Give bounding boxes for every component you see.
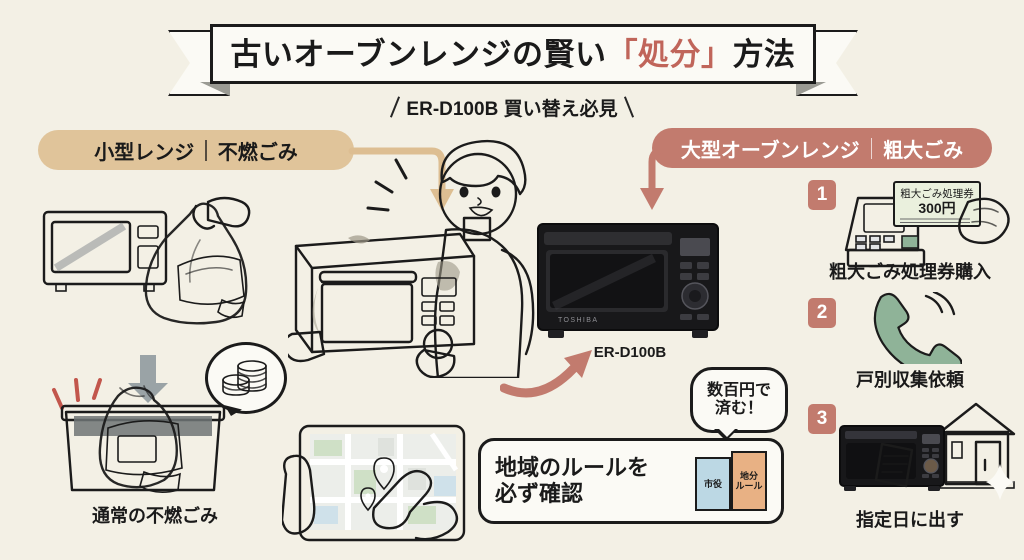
price-bubble-line1: 数百円で: [706, 381, 771, 399]
rule-panel: 地域のルールを 必ず確認 市役 地分 ルール: [478, 438, 784, 524]
person-with-old-microwave-illustration: [288, 139, 535, 378]
title-banner: 古いオーブンレンジの賢い「処分」方法: [210, 24, 816, 84]
book-orange-line2: ルール: [735, 481, 763, 491]
ticket-price-text: 300円: [918, 200, 955, 216]
step-1-number: 1: [808, 180, 836, 210]
title-part-2: 方法: [732, 36, 796, 72]
price-bubble-line2: 済む！: [714, 400, 763, 417]
product-caption: ER-D100B: [593, 344, 667, 361]
price-bubble: 数百円で 済む！: [690, 367, 788, 441]
rule-books: 市役 地分 ルール: [695, 451, 767, 511]
title-ribbon: 古いオーブンレンジの賢い「処分」方法: [168, 24, 858, 96]
coin-stack-icon: [222, 360, 267, 396]
step-1-badge: 1: [808, 180, 836, 210]
subtitle: ER-D100B 買い替え必見: [352, 92, 672, 122]
step-2-caption: 戸別収集依頼: [856, 370, 964, 390]
garbage-bin-illustration: [52, 378, 226, 494]
badge-separator: [870, 137, 873, 159]
curved-arrow-to-new-oven-icon: [500, 350, 592, 398]
badge-small-right-label: 不燃ごみ: [217, 141, 298, 164]
slash-right-icon: [623, 96, 634, 118]
book-local-rules: 地分 ルール: [731, 451, 767, 511]
badge-separator: [205, 139, 207, 161]
bin-caption: 通常の不燃ごみ: [92, 506, 218, 526]
badge-large-right-label: 粗大ごみ: [883, 139, 964, 162]
rule-line1: 地域のルールを: [495, 454, 650, 480]
down-arrow-icon: [128, 355, 168, 403]
subtitle-text: ER-D100B 買い替え必見: [406, 98, 618, 120]
title-part-1: 古いオーブンレンジの賢い: [230, 36, 607, 72]
small-microwave-and-bag-illustration: [42, 196, 251, 325]
book-orange-line1: 地分: [739, 470, 758, 481]
oven-at-house-icon: [839, 402, 1016, 500]
slash-left-icon: [390, 96, 401, 118]
step-2-badge: 2: [808, 298, 836, 328]
page-title: 古いオーブンレンジの賢い「処分」方法: [230, 39, 795, 70]
book-city-hall: 市役: [695, 457, 731, 511]
coin-bubble: [205, 342, 287, 414]
badge-large-left-label: 大型オーブンレンジ: [680, 139, 860, 162]
ticket-machine-icon: 粗大ごみ処理券 300円: [844, 181, 1010, 268]
step-3-number: 3: [808, 404, 836, 434]
connector-arrow-rose-icon: [640, 146, 682, 210]
connector-arrow-tan-icon: [348, 147, 454, 211]
rule-text: 地域のルールを 必ず確認: [495, 455, 695, 508]
oven-brand-text: TOSHIBA: [558, 317, 598, 324]
telephone-icon: [873, 292, 962, 364]
badge-small-left-label: 小型レンジ: [94, 141, 195, 164]
tablet-map-illustration: [282, 424, 466, 542]
badge-large-oven: 大型オーブンレンジ 粗大ごみ: [652, 128, 992, 168]
badge-small-microwave: 小型レンジ 不燃ごみ: [38, 130, 354, 170]
step-2-number: 2: [808, 298, 836, 328]
rule-line2: 必ず確認: [495, 481, 584, 506]
title-accent: 「処分」: [606, 36, 733, 72]
step-3-caption: 指定日に出す: [856, 510, 964, 530]
step-1-caption: 粗大ごみ処理券購入: [829, 262, 991, 282]
step-3-badge: 3: [808, 404, 836, 434]
ticket-title-text: 粗大ごみ処理券: [900, 187, 974, 200]
new-oven-illustration: TOSHIBA: [537, 223, 719, 338]
